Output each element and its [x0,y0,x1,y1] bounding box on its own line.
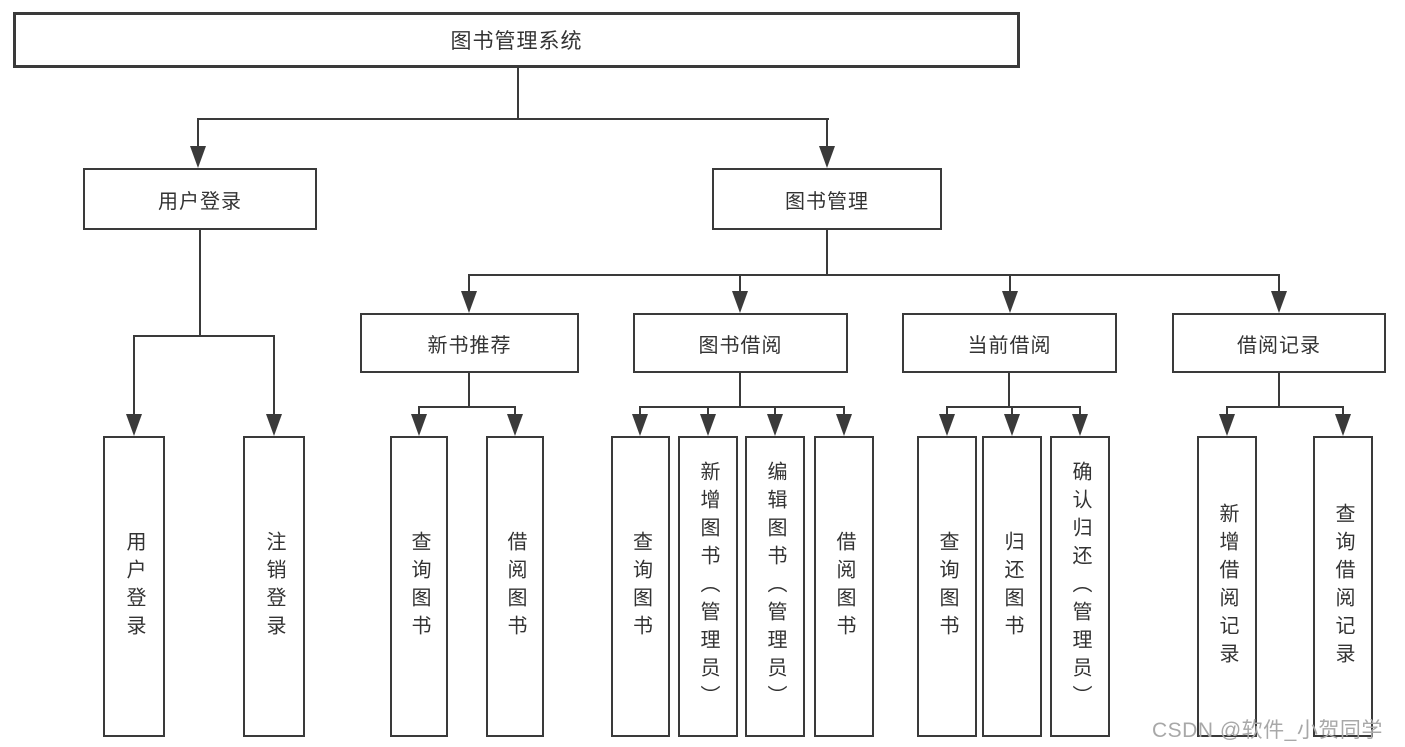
node-logout-leaf: 注销登录 [243,436,305,737]
connector-drop [843,406,845,416]
arrow-down-icon [126,414,142,436]
connector-current-borrow-bus [946,406,1081,408]
node-label: 新增借阅记录 [1216,502,1238,671]
node-label: 查询图书 [936,530,958,643]
arrow-down-icon [1271,291,1287,313]
node-borrow-books-recommend: 借阅图书 [486,436,544,737]
connector-drop-book-management [826,118,828,150]
arrow-down-icon [700,414,716,436]
connector-drop [1011,406,1013,416]
connector-drop-book-borrow [739,274,741,293]
arrow-down-icon [632,414,648,436]
connector-drop [707,406,709,416]
node-label: 图书管理 [785,190,869,213]
connector-level3-bus [468,274,1280,276]
connector-new-book-stem [468,373,470,406]
arrow-down-icon [939,414,955,436]
arrow-down-icon [1072,414,1088,436]
node-label: 查询图书 [408,530,430,643]
arrow-down-icon [1219,414,1235,436]
node-label: 归还图书 [1001,530,1023,643]
node-user-login-leaf: 用户登录 [103,436,165,737]
arrow-down-icon [732,291,748,313]
connector-drop [946,406,948,416]
arrow-down-icon [411,414,427,436]
node-library-management-system: 图书管理系统 [13,12,1020,68]
node-new-book-recommendation: 新书推荐 [360,313,579,373]
node-label: 图书管理系统 [450,30,583,53]
node-borrowing-records: 借阅记录 [1172,313,1386,373]
node-current-borrowing: 当前借阅 [902,313,1117,373]
node-add-book-admin: 新增图书（管理员） [678,436,738,737]
connector-drop-logout-leaf [273,335,275,416]
arrow-down-icon [507,414,523,436]
node-label: 用户登录 [158,190,242,213]
node-query-borrow-record: 查询借阅记录 [1313,436,1373,737]
arrow-down-icon [266,414,282,436]
csdn-watermark: CSDN @软件_小贺同学 [1152,719,1383,742]
node-label: 查询借阅记录 [1332,502,1354,671]
connector-book-borrow-stem [739,373,741,406]
arrow-down-icon [767,414,783,436]
connector-root-stem [517,67,519,118]
connector-borrow-records-stem [1278,373,1280,406]
connector-drop-new-book [468,274,470,293]
arrow-down-icon [190,146,206,168]
arrow-down-icon [1335,414,1351,436]
connector-drop [418,406,420,416]
node-label: 编辑图书（管理员） [764,460,786,713]
connector-drop-borrow-records [1278,274,1280,293]
arrow-down-icon [1002,291,1018,313]
node-label: 图书借阅 [698,334,783,357]
connector-drop [1079,406,1081,416]
connector-user-login-bus [133,335,275,337]
node-query-books-recommend: 查询图书 [390,436,448,737]
node-book-management: 图书管理 [712,168,942,230]
connector-drop [1226,406,1228,416]
node-return-books: 归还图书 [982,436,1042,737]
node-label: 用户登录 [123,530,145,643]
node-query-books-borrowing: 查询图书 [611,436,670,737]
node-edit-book-admin: 编辑图书（管理员） [745,436,805,737]
node-label: 确认归还（管理员） [1069,460,1091,713]
node-query-books-current: 查询图书 [917,436,977,737]
arrow-down-icon [836,414,852,436]
node-add-borrow-record: 新增借阅记录 [1197,436,1257,737]
connector-book-borrow-bus [639,406,845,408]
node-label: 查询图书 [629,530,652,643]
connector-drop-user-login [197,118,199,150]
node-confirm-return-admin: 确认归还（管理员） [1050,436,1110,737]
connector-new-book-bus [418,406,516,408]
connector-current-borrow-stem [1008,373,1010,406]
connector-drop [639,406,641,416]
connector-user-login-stem [199,230,201,335]
arrow-down-icon [461,291,477,313]
node-label: 注销登录 [263,530,285,643]
node-label: 新增图书（管理员） [697,460,719,713]
connector-drop-current-borrow [1009,274,1011,293]
node-borrow-books-borrowing: 借阅图书 [814,436,874,737]
node-label: 借阅图书 [504,530,526,643]
node-book-borrowing: 图书借阅 [633,313,848,373]
arrow-down-icon [1004,414,1020,436]
connector-borrow-records-bus [1226,406,1344,408]
node-label: 借阅图书 [833,530,855,643]
connector-book-management-stem [826,230,828,274]
node-user-login: 用户登录 [83,168,317,230]
connector-drop-login-leaf [133,335,135,416]
connector-level2-bus [197,118,829,120]
connector-drop [514,406,516,416]
arrow-down-icon [819,146,835,168]
node-label: 借阅记录 [1237,334,1321,357]
node-label: 当前借阅 [967,334,1052,357]
node-label: 新书推荐 [427,334,512,357]
connector-drop [1342,406,1344,416]
connector-drop [774,406,776,416]
